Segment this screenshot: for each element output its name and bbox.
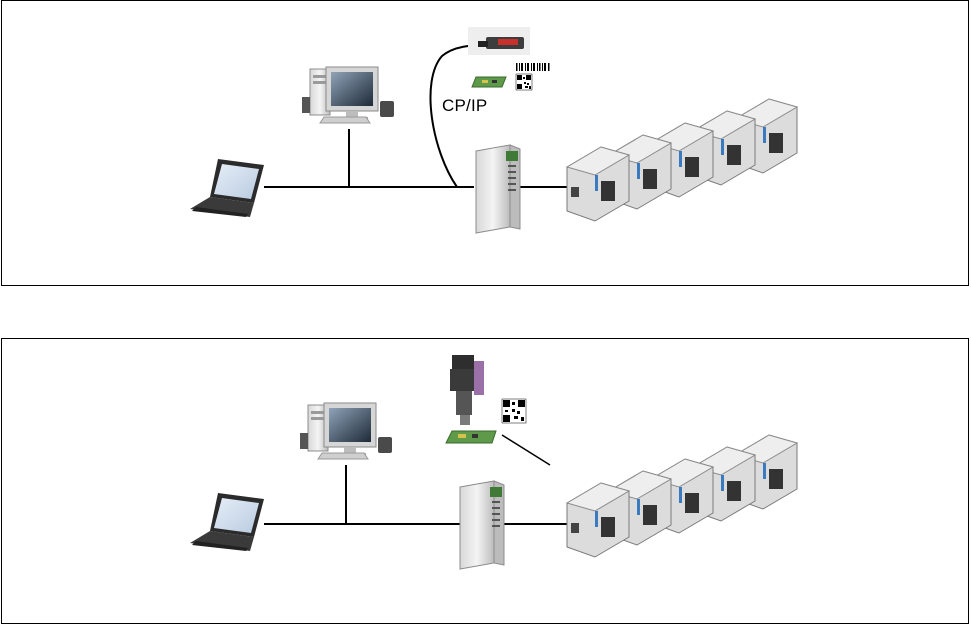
barcode-icon: [516, 63, 550, 71]
smt-machine-unit: [567, 483, 629, 557]
code-reader-camera-icon: [450, 355, 484, 425]
laptop-icon: [190, 159, 264, 217]
server-controller-icon: [460, 481, 504, 569]
smt-machine-unit: [567, 147, 629, 221]
smt-placement-machine-line: [567, 99, 797, 221]
reader-connection-line: [502, 435, 550, 465]
smt-placement-machine-line: [567, 435, 797, 557]
network-diagram-tcpip: CP/IP: [1, 0, 969, 286]
barcode-scanner-icon: [468, 27, 530, 55]
protocol-label: CP/IP: [442, 96, 487, 116]
network-diagram-camera: [1, 338, 969, 624]
diagram-canvas: [2, 1, 968, 285]
server-controller-icon: [476, 145, 520, 233]
qr-code-icon: [516, 74, 532, 90]
diagram-canvas: [2, 339, 968, 623]
pcb-board-icon: [446, 431, 496, 443]
qr-code-icon: [502, 399, 526, 423]
desktop-computer-icon: [302, 67, 394, 123]
pcb-board-icon: [472, 77, 506, 87]
laptop-icon: [190, 493, 264, 551]
desktop-computer-icon: [300, 403, 392, 459]
